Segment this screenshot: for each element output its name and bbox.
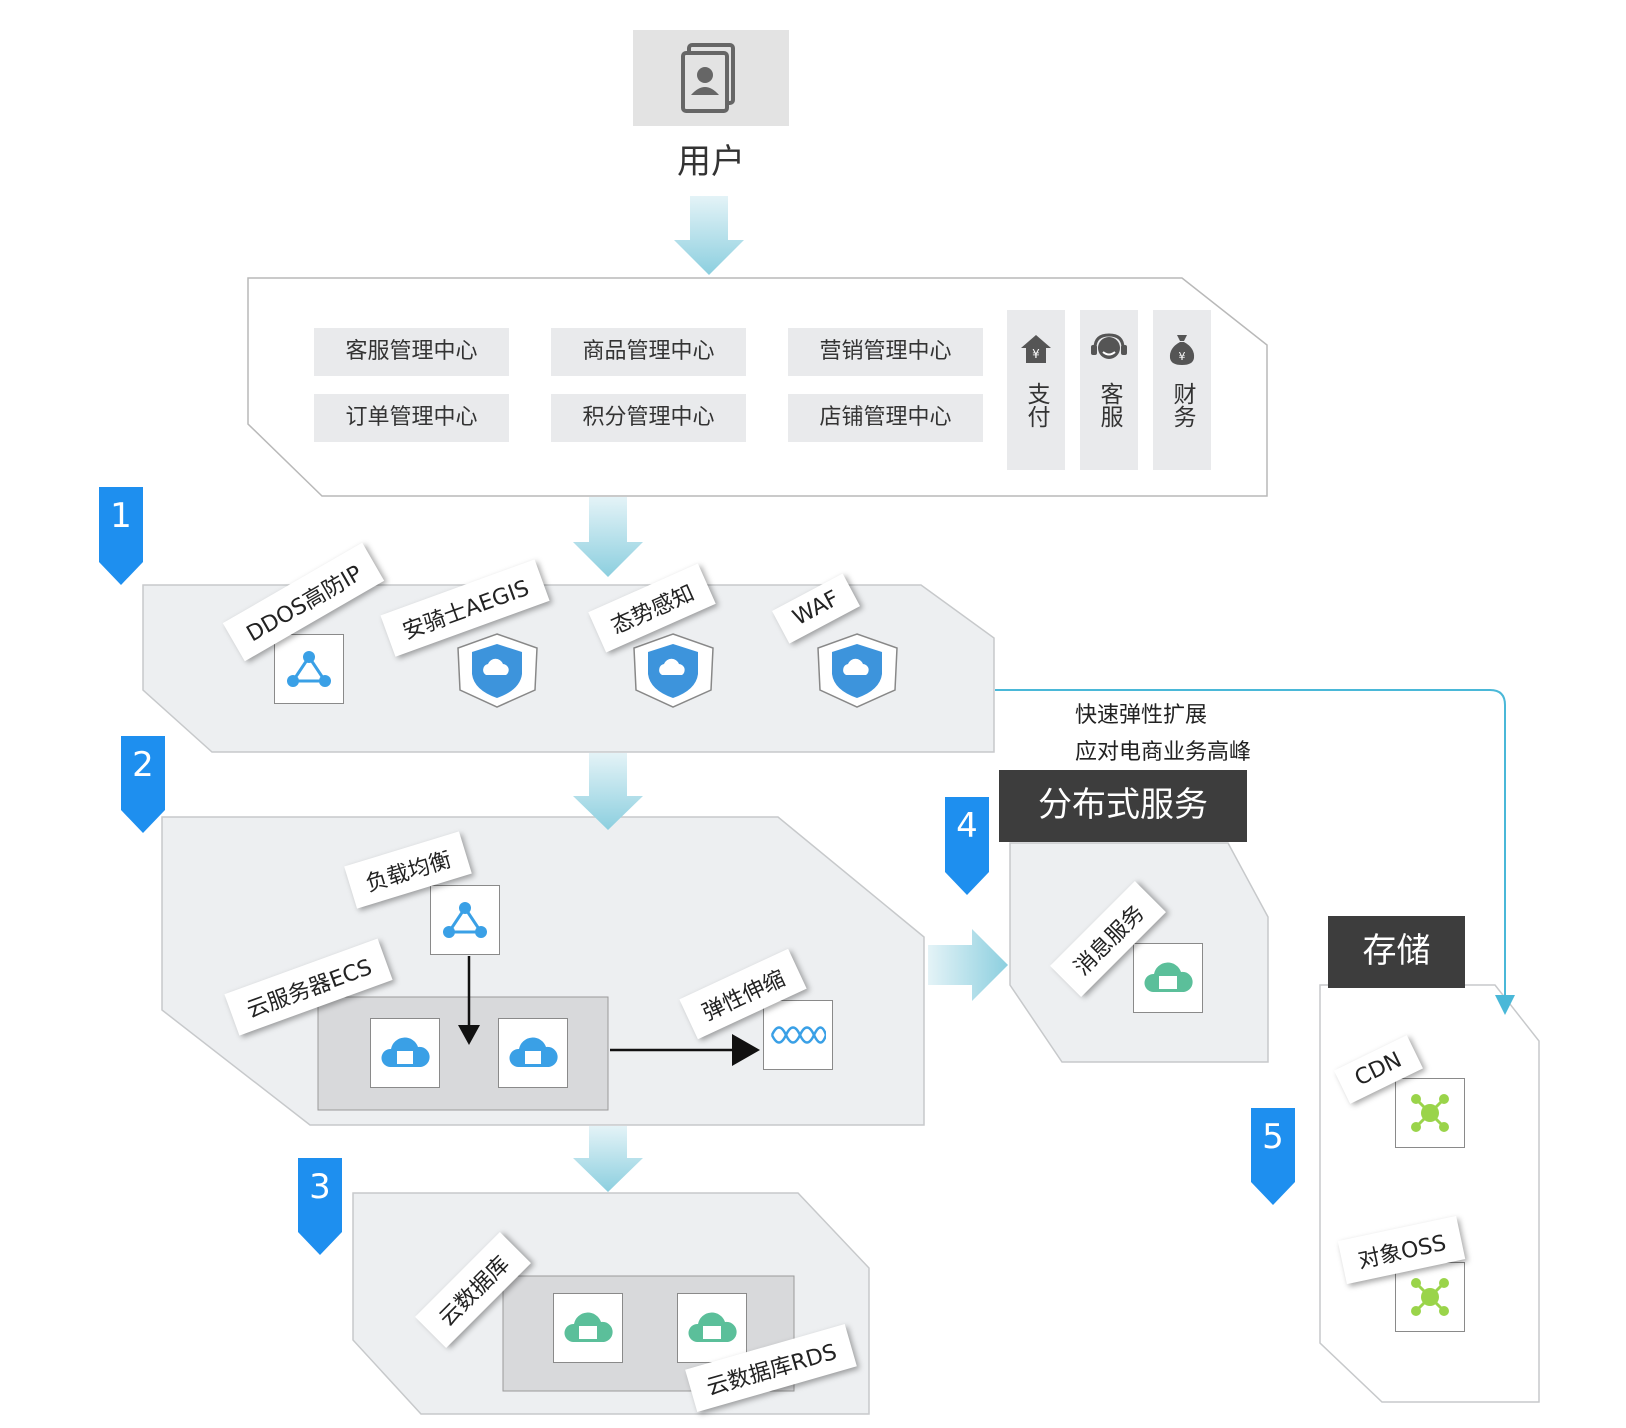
step-2-marker — [121, 736, 165, 833]
service-customer-label: 客服 — [1096, 382, 1122, 428]
module-marketing-center[interactable]: 营销管理中心 — [788, 328, 983, 376]
module-points-center[interactable]: 积分管理中心 — [551, 394, 746, 442]
waf-shield-icon — [817, 633, 898, 708]
module-order-center[interactable]: 订单管理中心 — [314, 394, 509, 442]
service-payment[interactable]: ¥ 支付 — [1007, 310, 1065, 470]
storage-panel — [1319, 984, 1540, 1403]
ddos-tile[interactable] — [274, 634, 344, 704]
payment-house-icon: ¥ — [1021, 335, 1051, 363]
autoscaling-tile[interactable] — [763, 1000, 833, 1070]
svg-text:¥: ¥ — [1032, 347, 1040, 361]
oss-tile[interactable] — [1395, 1262, 1465, 1332]
ecs-instance-1[interactable] — [370, 1018, 440, 1088]
user-card-icon — [681, 43, 735, 113]
network-triangle-icon — [287, 651, 331, 687]
db-instance-2[interactable] — [677, 1293, 747, 1363]
step-3-number: 3 — [309, 1167, 331, 1207]
service-customer[interactable]: 客服 — [1080, 310, 1138, 470]
flow-arrow-3 — [573, 1126, 643, 1192]
storage-title: 存储 — [1328, 916, 1465, 988]
step-4-number: 4 — [956, 806, 978, 846]
step-1-marker — [99, 487, 143, 585]
flow-arrow-4 — [928, 929, 1008, 1001]
service-finance-label: 财务 — [1169, 382, 1195, 428]
service-finance[interactable]: ¥ 财务 — [1153, 310, 1211, 470]
ecs-instance-2[interactable] — [498, 1018, 568, 1088]
cloud-server-icon — [509, 1037, 558, 1067]
wave-icon — [770, 1026, 826, 1044]
aegis-shield-icon — [457, 633, 538, 708]
situation-awareness-shield-icon — [633, 633, 714, 708]
user-label: 用户 — [677, 142, 745, 182]
distributed-nodes-icon — [1411, 1094, 1449, 1132]
money-bag-icon: ¥ — [1169, 335, 1195, 365]
service-payment-label: 支付 — [1023, 382, 1049, 428]
svg-text:¥: ¥ — [1179, 350, 1186, 363]
cloud-database-icon — [688, 1312, 737, 1342]
module-product-center[interactable]: 商品管理中心 — [551, 328, 746, 376]
step-5-number: 5 — [1262, 1117, 1284, 1157]
elastic-connector-line — [995, 689, 1515, 1015]
annotation-line-2: 应对电商业务高峰 — [1075, 740, 1252, 765]
flow-arrow-1 — [573, 497, 643, 577]
cloud-database-icon — [564, 1312, 613, 1342]
step-2-number: 2 — [132, 745, 154, 785]
message-service-tile[interactable] — [1133, 943, 1203, 1013]
annotation-line-1: 快速弹性扩展 — [1075, 703, 1208, 728]
distributed-nodes-icon — [1411, 1278, 1449, 1316]
flow-arrow-2 — [573, 753, 643, 830]
customer-service-icon — [1091, 333, 1127, 359]
module-store-center[interactable]: 店铺管理中心 — [788, 394, 983, 442]
cdn-tile[interactable] — [1395, 1078, 1465, 1148]
distributed-title: 分布式服务 — [999, 770, 1247, 842]
cloud-message-icon — [1144, 962, 1193, 992]
load-balancer-tile[interactable] — [430, 885, 500, 955]
step-1-number: 1 — [110, 496, 132, 536]
step-4-marker — [945, 797, 989, 895]
network-triangle-icon — [443, 902, 487, 938]
user-icon-box — [633, 30, 789, 126]
step-3-marker — [298, 1158, 342, 1255]
cloud-server-icon — [381, 1037, 430, 1067]
module-customer-service-center[interactable]: 客服管理中心 — [314, 328, 509, 376]
step-5-marker — [1251, 1108, 1295, 1205]
flow-arrow-user — [674, 196, 744, 275]
db-instance-1[interactable] — [553, 1293, 623, 1363]
